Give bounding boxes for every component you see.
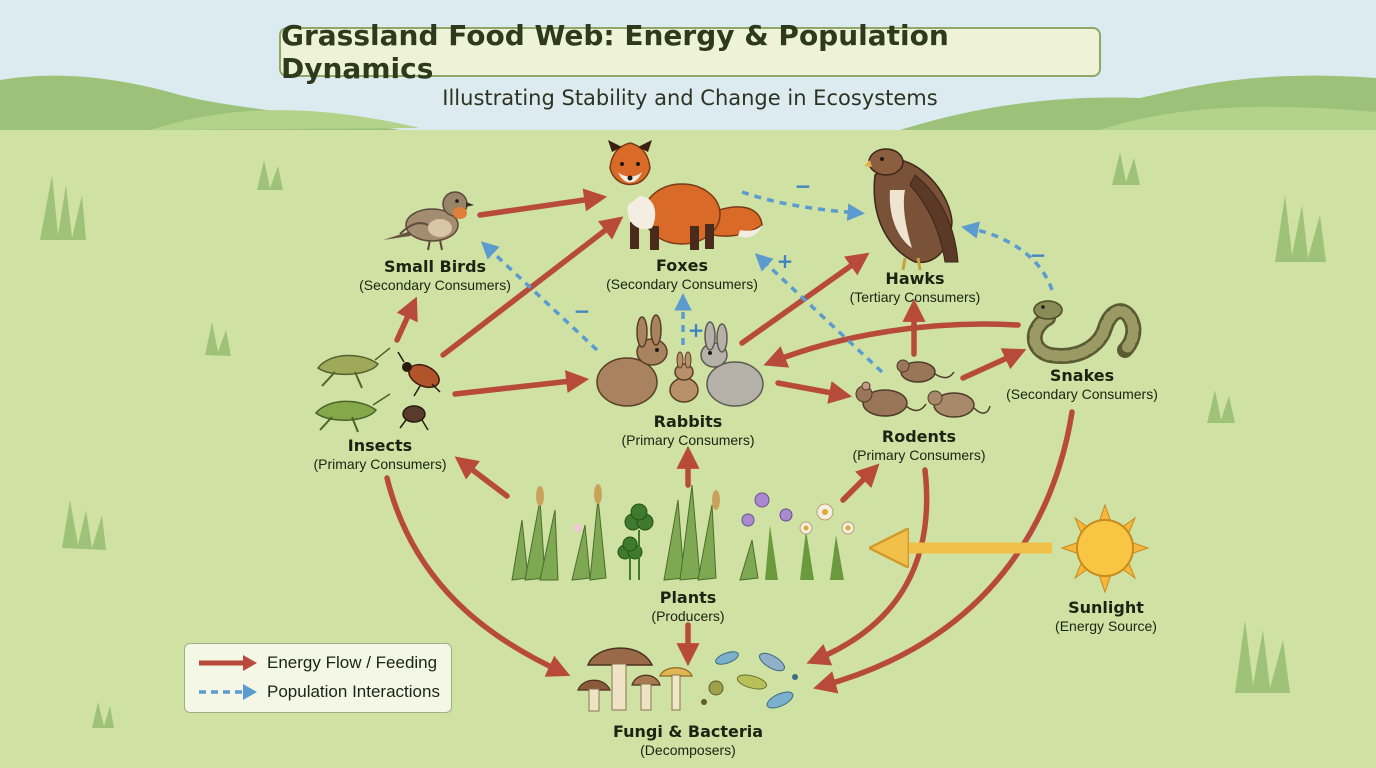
hawk-icon (864, 148, 959, 271)
energy-arrow-plants-to-rodents (840, 463, 880, 503)
population-arrow-rodents-to-foxes (754, 253, 884, 374)
fungi-bacteria-icon (577, 647, 798, 712)
insects-icon (314, 347, 441, 433)
node-role: (Secondary Consumers) (359, 277, 511, 293)
population-arrows (480, 190, 1054, 374)
page-subtitle: Illustrating Stability and Change in Eco… (442, 86, 938, 110)
node-rodents: Rodents (Primary Consumers) (852, 427, 985, 463)
node-name: Foxes (656, 256, 708, 275)
hill-right-front (1100, 106, 1376, 130)
bird-icon (383, 191, 474, 251)
energy-arrow-insects-to-decomposers (384, 475, 571, 677)
population-signs: − + + − − (574, 174, 1047, 342)
node-name: Plants (659, 588, 717, 607)
node-role: (Primary Consumers) (852, 447, 986, 463)
legend-population: Population Interactions (197, 682, 440, 702)
energy-arrow-insects-to-birds (394, 296, 418, 343)
energy-arrow-rodents-to-snakes (960, 348, 1027, 381)
grass-tufts-decor (40, 152, 1326, 728)
rabbits-icon (596, 314, 764, 407)
node-hawks: Hawks (Tertiary Consumers) (850, 269, 981, 305)
hill-left-back (150, 110, 420, 130)
node-role: (Primary Consumers) (621, 432, 755, 448)
rodents-icon (855, 359, 991, 418)
node-sunlight: Sunlight (Energy Source) (1055, 598, 1157, 634)
population-arrow-icon (199, 684, 257, 700)
node-role: (Producers) (651, 608, 725, 624)
node-role: (Decomposers) (640, 742, 736, 758)
node-role: (Secondary Consumers) (606, 276, 758, 292)
node-small-birds: Small Birds (Secondary Consumers) (359, 257, 511, 293)
node-insects: Insects (Primary Consumers) (313, 436, 446, 472)
node-plants: Plants (Producers) (651, 588, 724, 624)
sun-icon (1060, 503, 1150, 594)
node-role: (Primary Consumers) (313, 456, 447, 472)
node-rabbits: Rabbits (Primary Consumers) (621, 412, 754, 448)
node-role: (Energy Source) (1055, 618, 1157, 634)
node-role: (Secondary Consumers) (1006, 386, 1158, 402)
legend-energy-label: Energy Flow / Feeding (267, 653, 438, 672)
node-snakes: Snakes (Secondary Consumers) (1006, 366, 1158, 402)
energy-arrow-snakes-to-rabbits (763, 321, 1021, 368)
node-name: Rabbits (653, 412, 723, 431)
energy-arrow-snakes-to-decomposers (813, 409, 1075, 694)
node-name: Small Birds (383, 257, 487, 276)
node-name: Fungi & Bacteria (612, 722, 764, 741)
node-name: Hawks (885, 269, 945, 288)
population-arrow-snakes-to-hawks (961, 221, 1054, 291)
node-name: Rodents (881, 427, 957, 446)
node-name: Sunlight (1068, 598, 1144, 617)
legend: Energy Flow / Feeding Population Interac… (184, 643, 452, 713)
population-arrow-foxes-to-hawks (741, 190, 865, 221)
legend-population-label: Population Interactions (267, 682, 440, 701)
sign-snakes-to-hawks: − (1030, 243, 1047, 267)
energy-arrow-icon (199, 655, 257, 671)
plants-icon (511, 484, 855, 581)
energy-arrow-birds-to-foxes (477, 188, 608, 218)
energy-arrow-plants-to-insects (454, 456, 510, 499)
legend-energy: Energy Flow / Feeding (197, 653, 437, 673)
node-decomposers: Fungi & Bacteria (Decomposers) (613, 722, 763, 758)
node-name: Snakes (1049, 366, 1115, 385)
sign-rodents-to-foxes: + (777, 249, 794, 273)
node-name: Insects (347, 436, 413, 455)
sign-foxes-to-hawks: − (795, 174, 812, 198)
sign-rabbits-to-foxes: + (688, 318, 705, 342)
snake-icon (1026, 300, 1142, 364)
energy-arrow-rabbits-to-rodents (775, 380, 853, 404)
energy-arrow-rabbits-to-hawks (739, 252, 870, 346)
node-role: (Tertiary Consumers) (849, 289, 981, 305)
node-foxes: Foxes (Secondary Consumers) (606, 256, 758, 292)
energy-arrow-rodents-to-decomposers (806, 467, 930, 666)
page-title: Grassland Food Web: Energy & Population … (279, 19, 1101, 85)
sign-rabbits-to-birds: − (574, 299, 591, 323)
fox-icon (608, 140, 763, 250)
energy-arrow-insects-to-rabbits (452, 370, 590, 397)
